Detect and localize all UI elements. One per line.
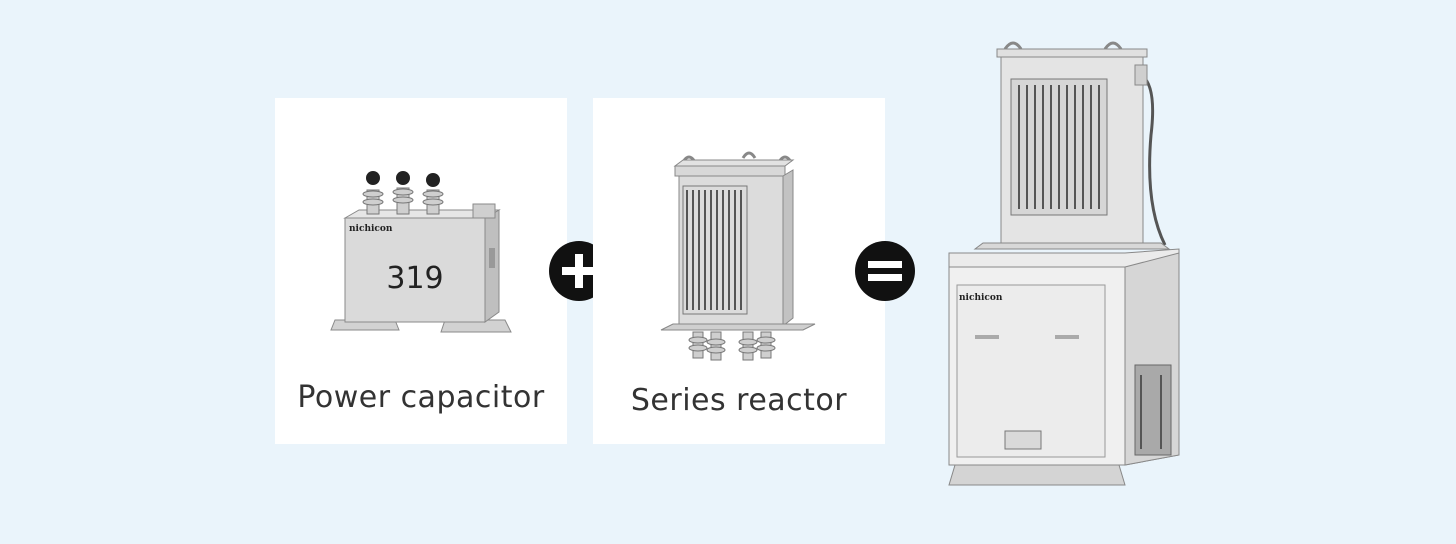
series-reactor-card: Series reactor [593, 98, 885, 444]
brand-logo: nichicon [959, 293, 1003, 303]
equals-icon [855, 241, 915, 301]
series-reactor-image [660, 151, 816, 361]
combined-unit-image: nichicon [948, 41, 1180, 486]
unit-marking: 319 [386, 261, 443, 296]
power-capacitor-image: nichicon 319 [330, 171, 512, 333]
series-reactor-label: Series reactor [630, 383, 848, 418]
brand-logo: nichicon [349, 224, 393, 234]
power-capacitor-label: Power capacitor [297, 380, 545, 415]
power-capacitor-card: nichicon 319 Power capacitor [275, 98, 567, 444]
